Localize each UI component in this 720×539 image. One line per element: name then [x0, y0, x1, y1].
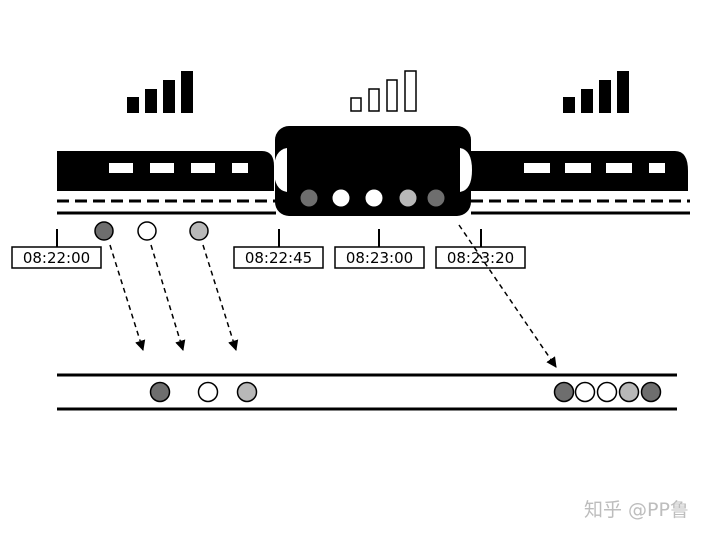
packet-dot	[618, 381, 640, 403]
packet-dot	[596, 381, 618, 403]
received-packets	[149, 381, 662, 403]
packet-dot	[640, 381, 662, 403]
sent-packets	[94, 221, 209, 241]
timestamp-marker-3: 08:23:00	[334, 229, 425, 269]
track-right	[471, 199, 690, 215]
arrow-2	[150, 244, 186, 352]
timestamp-label: 08:22:45	[245, 249, 312, 267]
watermark: 知乎 @PP鲁	[584, 499, 689, 521]
packet-dot	[426, 188, 446, 208]
timestamp-marker-2: 08:22:45	[233, 229, 324, 269]
packet-dot	[398, 188, 418, 208]
receiver-timeline	[57, 373, 677, 411]
packet-dot	[553, 381, 575, 403]
timestamp-marker-1: 08:22:00	[11, 229, 102, 269]
signal-bars-left-icon	[127, 71, 193, 113]
packet-dot	[236, 381, 258, 403]
timestamp-label: 08:23:00	[346, 249, 413, 267]
signal-bars-middle-icon	[350, 70, 417, 112]
packet-dot	[574, 381, 596, 403]
packet-dot	[149, 381, 171, 403]
packet-dot	[197, 381, 219, 403]
arrow-4	[458, 224, 557, 368]
arrow-3	[202, 244, 239, 352]
packet-dot	[137, 221, 157, 241]
signal-bars-right-icon	[563, 71, 629, 113]
packet-dot	[189, 221, 209, 241]
train-left-car	[57, 151, 274, 191]
packet-dot	[299, 188, 319, 208]
packet-dot	[331, 188, 351, 208]
timestamp-label: 08:22:00	[23, 249, 90, 267]
track-left	[57, 199, 276, 215]
tunnel-block	[274, 126, 472, 216]
timestamp-marker-4: 08:23:20	[435, 229, 526, 269]
delivery-arrows	[109, 224, 557, 368]
tunnel-packets	[299, 188, 446, 208]
timestamp-label: 08:23:20	[447, 249, 514, 267]
train-right-car	[471, 151, 688, 191]
packet-dot	[94, 221, 114, 241]
packet-dot	[364, 188, 384, 208]
arrow-1	[109, 244, 146, 352]
